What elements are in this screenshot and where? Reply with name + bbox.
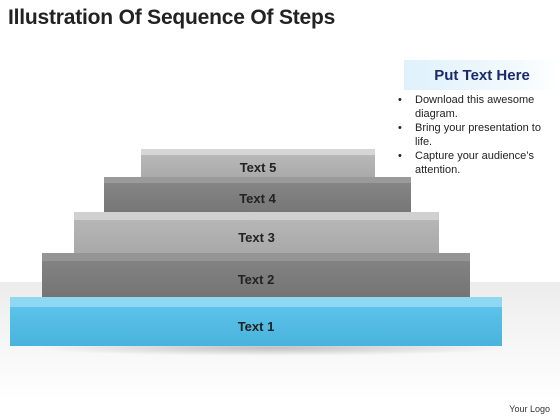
bullet-list: • Download this awesome diagram. • Bring…	[396, 94, 556, 178]
page-title: Illustration Of Sequence Of Steps	[8, 6, 336, 29]
step-3-label: Text 3	[74, 220, 439, 255]
bullet-text: Capture your audience’s attention.	[415, 150, 535, 176]
logo-text: Your Logo	[509, 404, 550, 414]
bullet-text: Download this awesome diagram.	[415, 94, 535, 120]
bullet-item: • Capture your audience’s attention.	[396, 150, 556, 177]
step-1-label: Text 1	[10, 307, 502, 346]
step-5: Text 5	[141, 149, 375, 179]
bullet-dot: •	[398, 150, 402, 162]
step-2: Text 2	[42, 253, 470, 298]
bullet-item: • Download this awesome diagram.	[396, 94, 556, 121]
step-5-label: Text 5	[141, 155, 375, 179]
step-1: Text 1	[10, 297, 502, 346]
bullet-text: Bring your presentation to life.	[415, 122, 541, 148]
step-2-label: Text 2	[42, 261, 470, 298]
bullet-dot: •	[398, 122, 402, 134]
step-3: Text 3	[74, 212, 439, 255]
step-4: Text 4	[104, 177, 411, 213]
bullet-dot: •	[398, 94, 402, 106]
panel-heading: Put Text Here	[404, 60, 560, 90]
step-4-label: Text 4	[104, 183, 411, 213]
bullet-item: • Bring your presentation to life.	[396, 122, 556, 149]
